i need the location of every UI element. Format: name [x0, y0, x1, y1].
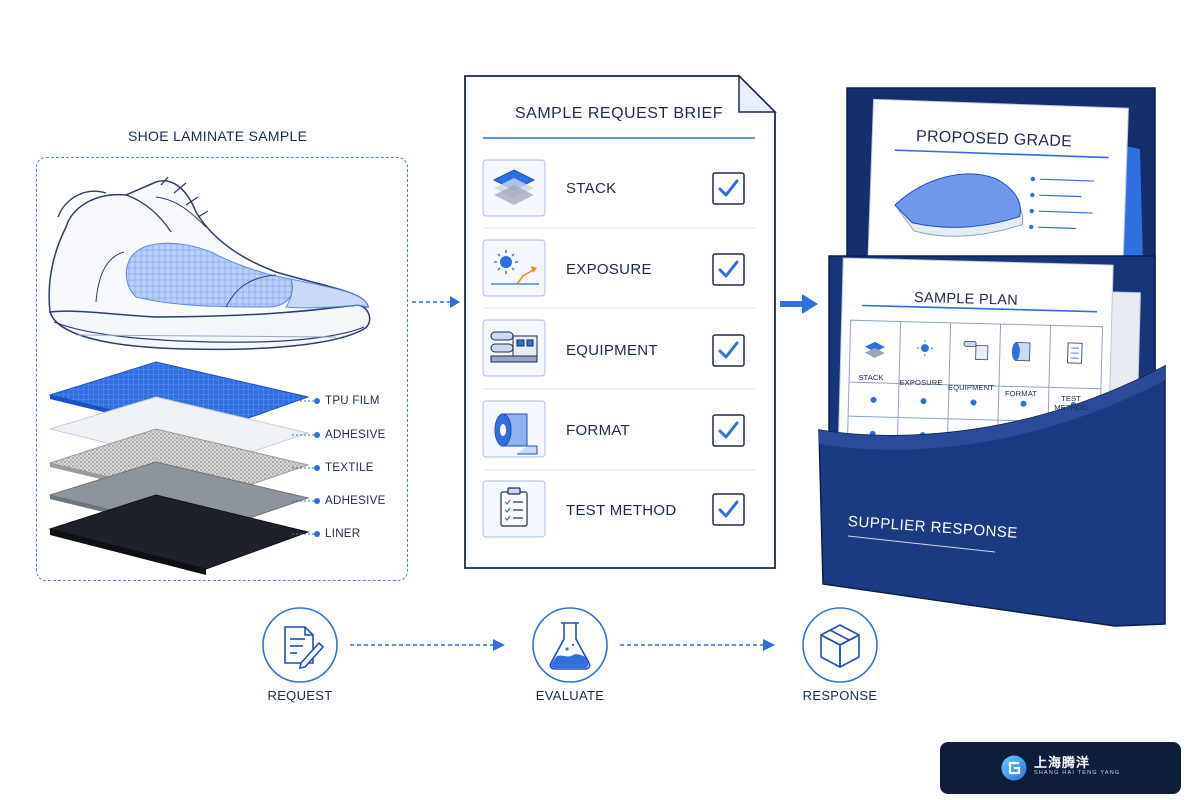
supplier-response-folder [818, 87, 1166, 627]
process-flow [262, 607, 878, 683]
layer-label-textile: TEXTILE [325, 462, 374, 474]
company-logo-badge [940, 742, 1181, 794]
plan-col-exposure: EXPOSURE [899, 378, 943, 387]
document-pen-icon [284, 626, 325, 670]
plan-col-test-method: TEST METHOD [1054, 394, 1088, 412]
left-panel-title: SHOE LAMINATE SAMPLE [128, 128, 308, 144]
layer-label-adhesive: ADHESIVE [325, 429, 386, 441]
checkbox-format [712, 414, 745, 447]
machine-icon [490, 331, 538, 363]
checkbox-equipment [712, 334, 745, 367]
company-name-english: SHANG HAI TENG YANG [1034, 770, 1121, 776]
layer-label-adhesive: ADHESIVE [325, 495, 386, 507]
laminate-sample-panel [36, 157, 408, 581]
roll-icon [494, 413, 538, 455]
shoe-and-layers-illustration [48, 176, 371, 575]
brief-item-test-method: TEST METHOD [566, 502, 677, 519]
stack-layers-icon [492, 169, 536, 205]
checkbox-exposure [712, 253, 745, 286]
brief-title: SAMPLE REQUEST BRIEF [515, 105, 723, 122]
layer-label-liner: LINER [325, 528, 361, 540]
sample-request-brief-document [464, 74, 777, 569]
flow-step-response: RESPONSE [802, 688, 878, 703]
company-name-chinese: 上海腾洋 [1034, 755, 1091, 770]
flow-arrow-to-folder [780, 294, 818, 314]
shoe-icon [48, 176, 371, 351]
company-logo-icon [1001, 755, 1027, 781]
flask-icon [549, 622, 591, 670]
flow-step-evaluate: EVALUATE [535, 688, 605, 703]
laminate-layers [48, 361, 310, 575]
brief-item-equipment: EQUIPMENT [566, 342, 658, 359]
plan-col-stack: STACK [858, 373, 884, 382]
box-icon [820, 624, 860, 668]
layer-liner [48, 494, 310, 570]
flow-arrow-to-brief [412, 296, 460, 308]
sample-plan-title: SAMPLE PLAN [913, 290, 1019, 309]
brief-item-format: FORMAT [566, 422, 631, 439]
brief-item-stack: STACK [566, 180, 617, 197]
clipboard-icon [500, 487, 528, 527]
plan-col-equipment: EQUIPMENT [947, 383, 995, 392]
flow-step-request: REQUEST [267, 688, 333, 703]
checkbox-test-method [712, 493, 745, 526]
sheet-icon [894, 173, 1024, 237]
plan-col-format: FORMAT [1004, 389, 1038, 398]
checkbox-stack [712, 172, 745, 205]
brief-item-exposure: EXPOSURE [566, 261, 652, 278]
layer-label-tpu-film: TPU FILM [325, 395, 380, 407]
sun-exposure-icon [491, 250, 539, 285]
